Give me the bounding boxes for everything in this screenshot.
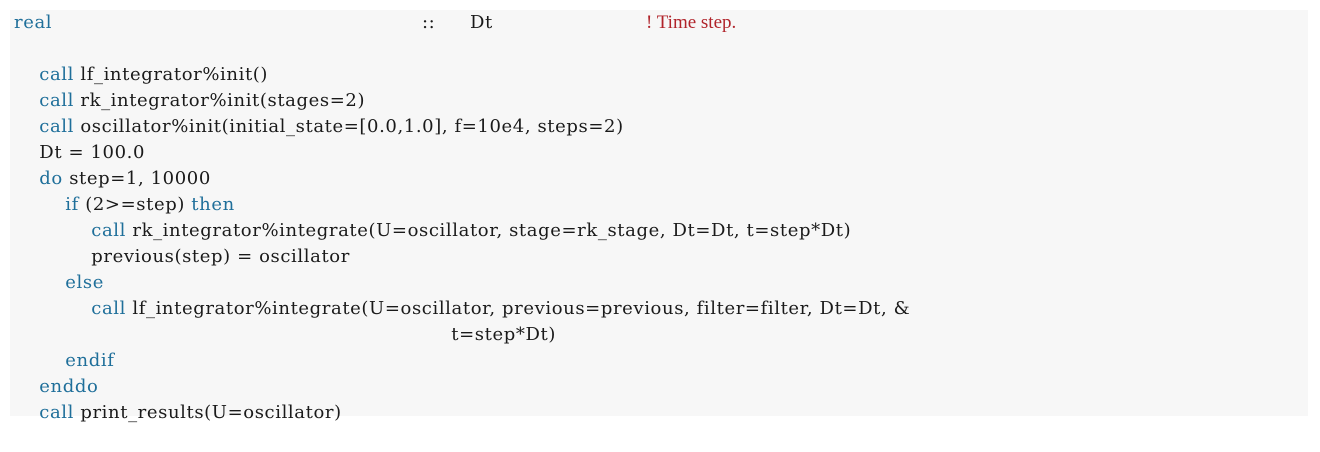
statement: rk_integrator%integrate(U=oscillator, st… — [132, 220, 852, 241]
keyword-call: call — [39, 116, 75, 137]
keyword-call: call — [39, 402, 75, 423]
statement: lf_integrator%integrate(U=oscillator, pr… — [132, 298, 911, 319]
code-line-8: call rk_integrator%integrate(U=oscillato… — [14, 192, 851, 241]
code-line-9: previous(step) = oscillator — [14, 218, 350, 267]
code-line-14: enddo — [14, 348, 98, 397]
keyword-else: else — [65, 272, 104, 293]
statement: print_results(U=oscillator) — [80, 402, 342, 423]
code-line-13: endif — [14, 322, 114, 371]
keyword-call: call — [39, 90, 75, 111]
statement: rk_integrator%init(stages=2) — [80, 90, 366, 111]
code-line-4: call oscillator%init(initial_state=[0.0,… — [14, 88, 624, 137]
keyword-call: call — [39, 64, 75, 85]
variable-dt: Dt — [470, 12, 493, 33]
statement: lf_integrator%init() — [80, 64, 269, 85]
comment-time-step: ! Time step. — [646, 12, 737, 33]
keyword-call: call — [91, 220, 127, 241]
keyword-endif: endif — [65, 350, 115, 371]
code-line-3: call rk_integrator%init(stages=2) — [14, 62, 365, 111]
statement: oscillator%init(initial_state=[0.0,1.0],… — [80, 116, 624, 137]
code-line-2: call lf_integrator%init() — [14, 36, 268, 85]
keyword-real: real — [14, 12, 53, 33]
code-line-6: do step=1, 10000 — [14, 140, 211, 189]
code-line-1: real :: Dt ! Time step. — [14, 10, 1304, 36]
statement: Dt = 100.0 — [39, 142, 146, 163]
code-line-10: else — [14, 244, 104, 293]
keyword-enddo: enddo — [39, 376, 99, 397]
code-line-5: Dt = 100.0 — [14, 114, 145, 163]
code-line-12: t=step*Dt) — [14, 296, 556, 345]
keyword-do: do — [39, 168, 63, 189]
code-line-15: call print_results(U=oscillator) — [14, 374, 342, 423]
statement-continuation: t=step*Dt) — [451, 324, 556, 345]
condition: (2>=step) — [85, 194, 185, 215]
code-listing: real :: Dt ! Time step. call lf_integrat… — [10, 10, 1308, 423]
statement: previous(step) = oscillator — [91, 246, 350, 267]
keyword-if: if — [65, 194, 79, 215]
code-line-7: if (2>=step) then — [14, 166, 235, 215]
code-line-11: call lf_integrator%integrate(U=oscillato… — [14, 270, 910, 319]
keyword-then: then — [191, 194, 235, 215]
keyword-call: call — [91, 298, 127, 319]
statement: step=1, 10000 — [69, 168, 211, 189]
declaration-separator: :: — [422, 12, 436, 33]
